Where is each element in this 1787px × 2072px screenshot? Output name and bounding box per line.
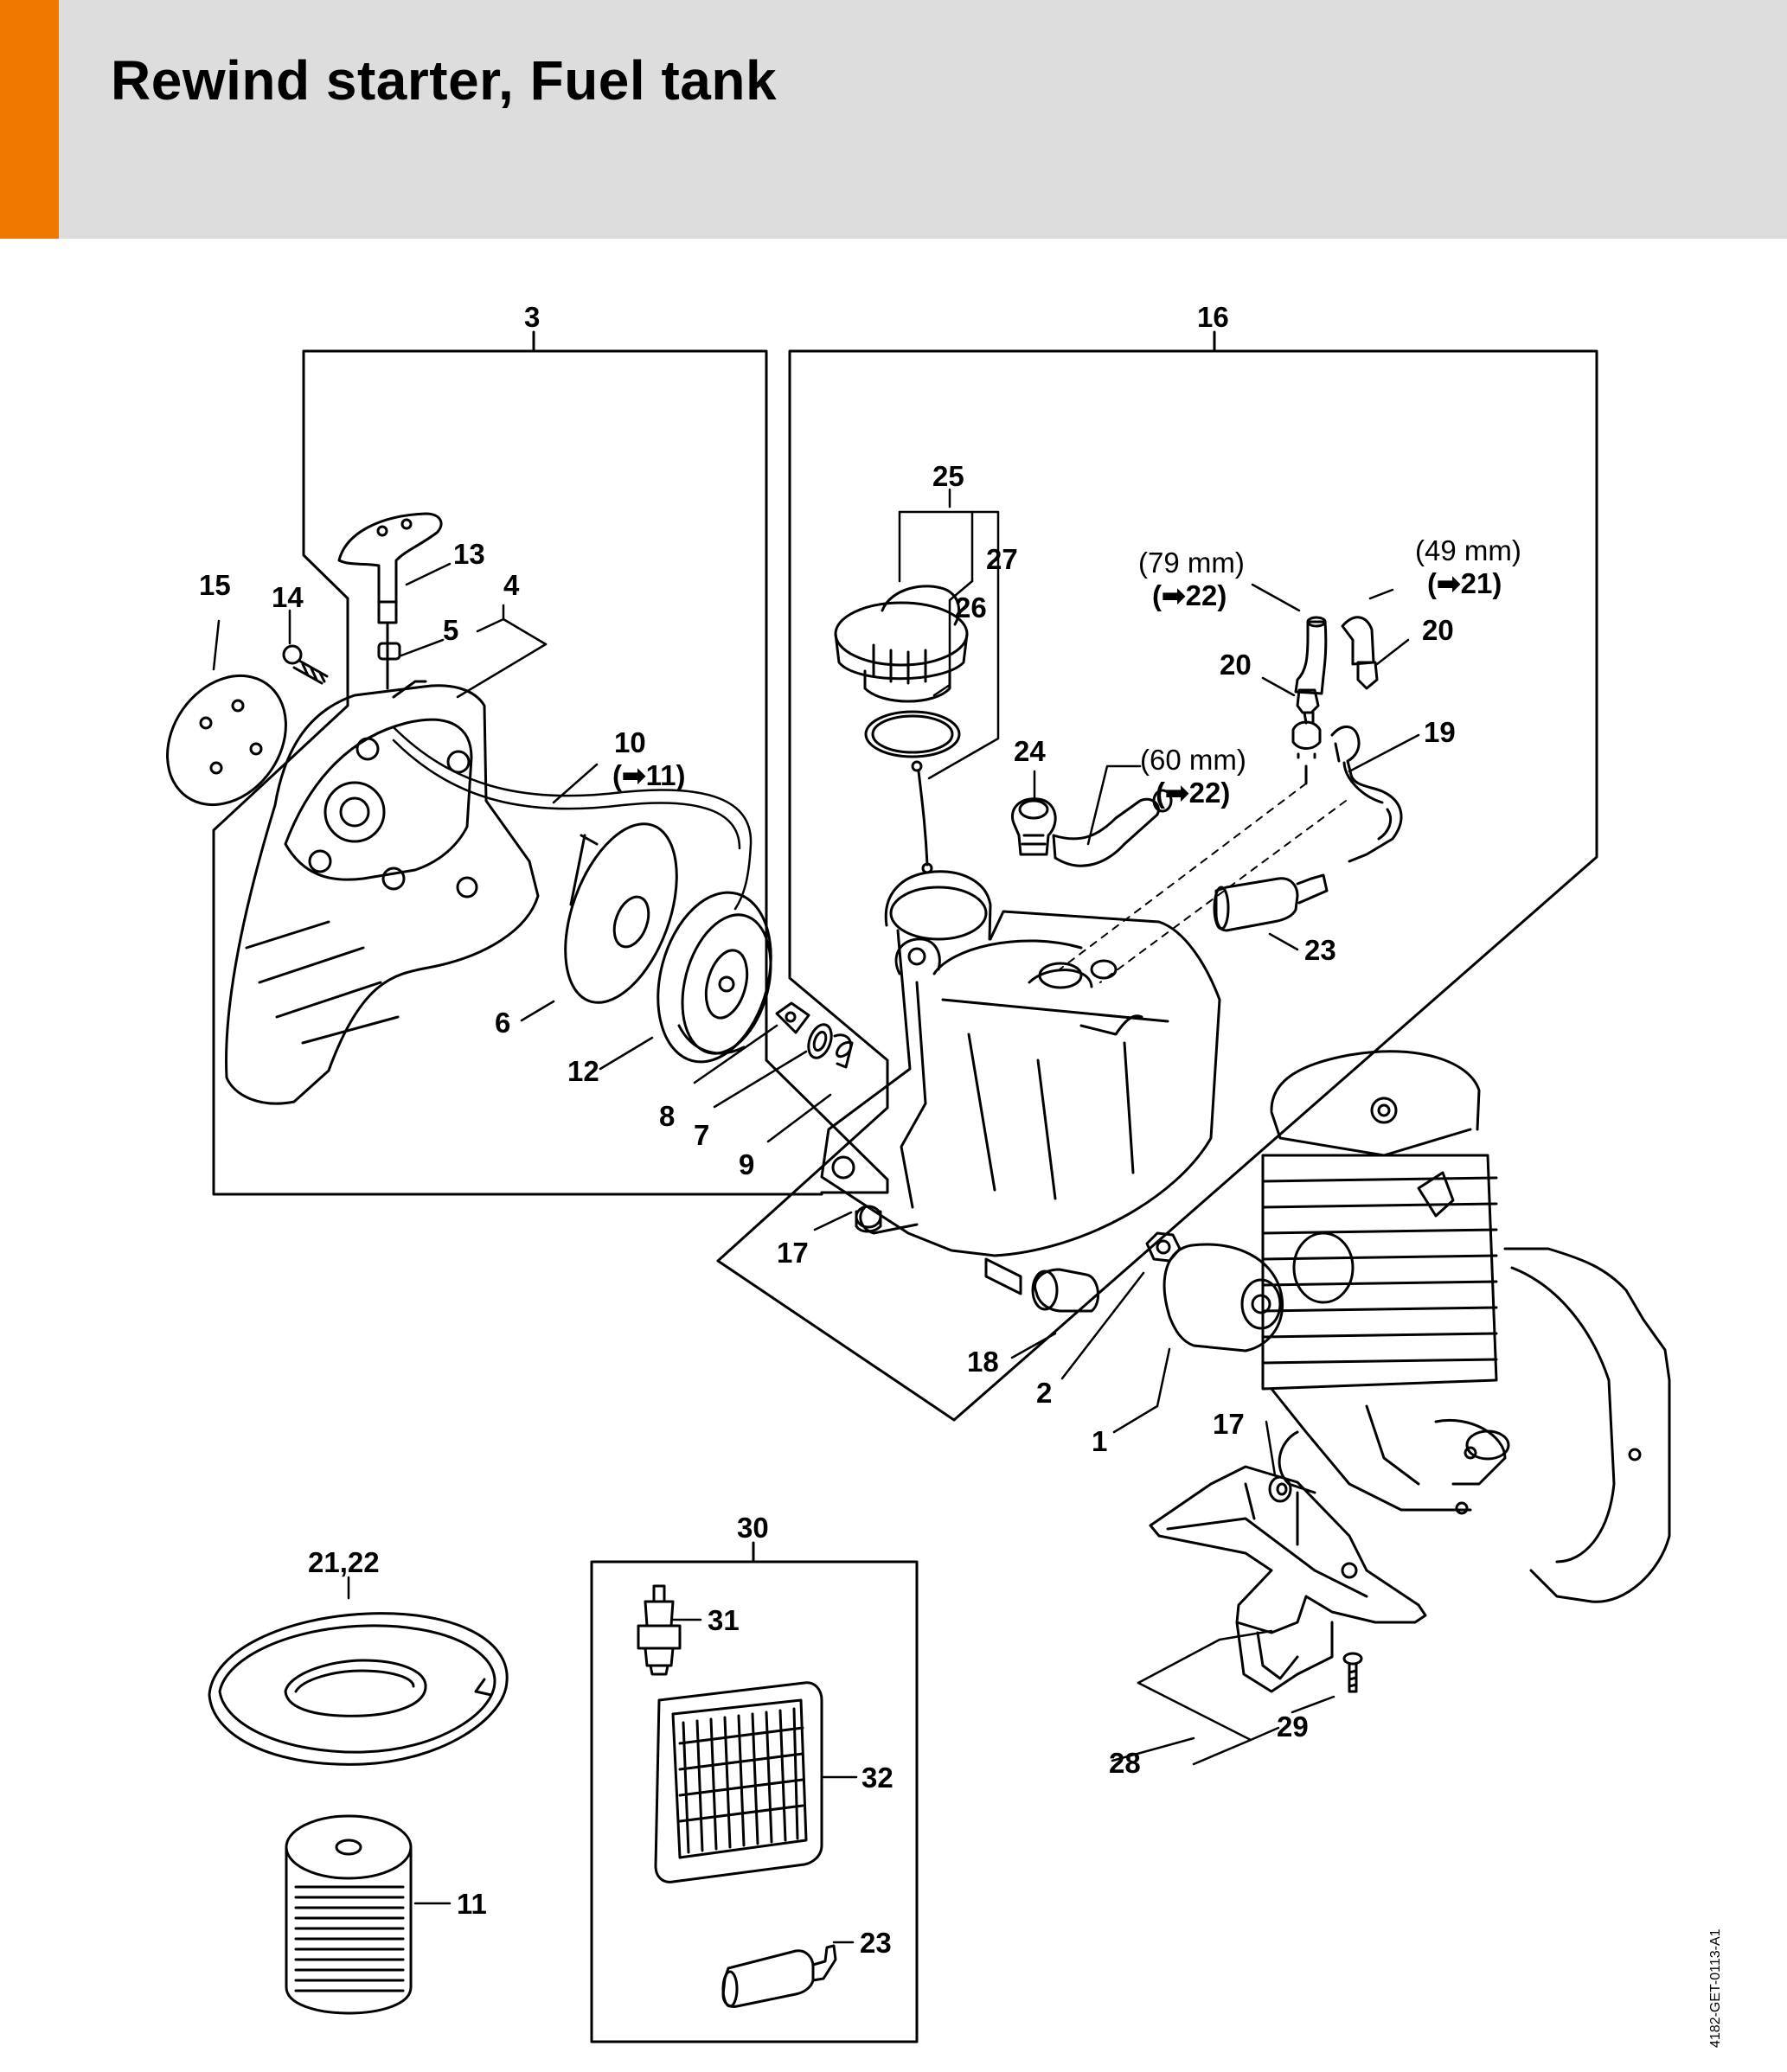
callout-5: 5: [443, 614, 458, 646]
fuel-line-spool-icon: [208, 1612, 509, 1766]
length-49mm: (49 mm): [1415, 534, 1521, 566]
fuel-hose-49mm-icon: [1341, 616, 1375, 666]
callout-7: 7: [694, 1119, 709, 1151]
starter-group-bracket: [212, 330, 889, 1196]
spring-clip-icon: [833, 1033, 854, 1069]
length-60mm: (60 mm): [1140, 744, 1246, 776]
callout-32: 32: [861, 1762, 893, 1794]
callout-10-ref: (➡11): [612, 759, 686, 791]
callout-15: 15: [199, 569, 231, 601]
drawing-code: 4182-GET-0113-A1: [1708, 1928, 1723, 2048]
header-accent-bar: [0, 0, 59, 239]
callout-28: 28: [1109, 1747, 1141, 1779]
washer-icon: [807, 1023, 833, 1059]
callout-4: 4: [503, 569, 520, 601]
cap-o-ring-icon: [864, 710, 961, 758]
callout-14: 14: [272, 581, 304, 613]
callout-9: 9: [739, 1148, 754, 1180]
callout-2: 2: [1036, 1377, 1052, 1409]
ref-79mm: (➡22): [1152, 579, 1227, 611]
dashed-assembly-lines-icon: [1059, 783, 1347, 983]
callout-30: 30: [737, 1512, 769, 1544]
callout-1: 1: [1092, 1425, 1107, 1457]
rope-sleeve-icon: [377, 642, 401, 661]
callout-17-tank: 17: [777, 1237, 809, 1269]
bushing-icon: [1031, 1268, 1100, 1313]
callout-16: 16: [1197, 301, 1229, 333]
fuel-hose-79mm-icon: [1294, 616, 1328, 695]
page-title: Rewind starter, Fuel tank: [111, 49, 778, 112]
callout-18: 18: [967, 1346, 999, 1378]
filter-kit-box: [590, 1541, 919, 2043]
callout-23-tank: 23: [1304, 934, 1336, 966]
callout-3: 3: [524, 301, 540, 333]
support-screw-icon: [1342, 1652, 1363, 1693]
starter-rope-icon: [392, 726, 753, 911]
callout-29: 29: [1277, 1711, 1309, 1743]
tank-vent-fitting-icon: [1291, 720, 1322, 785]
callout-31: 31: [708, 1604, 740, 1636]
tank-support-icon: [1149, 1465, 1427, 1693]
callout-13: 13: [453, 538, 485, 570]
starter-housing-icon: [225, 680, 540, 1105]
pickup-body-icon: [1213, 873, 1329, 932]
callout-labels: 3 16 15 14 13 4 5 10 (➡11) 6 12 8 7 9 25…: [199, 301, 1723, 2048]
callout-17-engine: 17: [1213, 1408, 1245, 1440]
engine-guard-icon: [1455, 1247, 1671, 1603]
starter-grip-icon: [337, 512, 443, 690]
callout-11: 11: [457, 1888, 487, 1920]
length-79mm: (79 mm): [1138, 547, 1245, 579]
valve-icon: [1011, 797, 1057, 856]
callout-6: 6: [495, 1007, 510, 1039]
leader-lines: [212, 488, 1420, 1944]
fitting-icon: [1296, 661, 1379, 725]
engine-cylinder-icon: [1261, 1050, 1510, 1512]
pickup-body-line-icon: [1330, 726, 1403, 863]
callout-25: 25: [932, 460, 964, 492]
callout-10: 10: [614, 726, 646, 758]
tank-group-bracket: [716, 330, 1598, 1422]
callout-8: 8: [659, 1100, 675, 1132]
fuel-tank-icon: [820, 870, 1221, 1295]
air-filter-icon: [654, 1681, 823, 1883]
callout-20-right: 20: [1422, 614, 1454, 646]
exploded-parts-diagram: 3 16 15 14 13 4 5 10 (➡11) 6 12 8 7 9 25…: [0, 239, 1787, 2072]
callout-21-22: 21,22: [308, 1546, 380, 1578]
page-header: Rewind starter, Fuel tank: [0, 0, 1787, 239]
spring-cover-icon: [564, 822, 678, 1004]
callout-23-kit: 23: [860, 1927, 892, 1959]
ref-49mm: (➡21): [1427, 567, 1502, 599]
callout-19: 19: [1424, 716, 1456, 748]
pickup-body-spare-icon: [721, 1944, 837, 2008]
cover-plate-icon: [166, 674, 287, 807]
callout-24: 24: [1014, 735, 1046, 767]
callout-27: 27: [986, 543, 1018, 575]
callout-12: 12: [567, 1055, 599, 1087]
callout-26: 26: [955, 592, 987, 624]
fuel-hose-60mm-icon: [1052, 789, 1173, 867]
screw-icon: [282, 644, 329, 685]
rope-rotor-icon: [657, 891, 772, 1064]
callout-20-left: 20: [1220, 649, 1252, 681]
spark-plug-icon: [637, 1584, 682, 1676]
starter-rope-reel-icon: [285, 1814, 413, 2015]
bushing-small-icon: [1268, 1475, 1292, 1503]
grommet-icon: [855, 1205, 882, 1233]
tank-cap-icon: [834, 585, 969, 703]
ref-60mm: (➡22): [1156, 777, 1230, 809]
pawl-icon: [775, 1001, 810, 1034]
